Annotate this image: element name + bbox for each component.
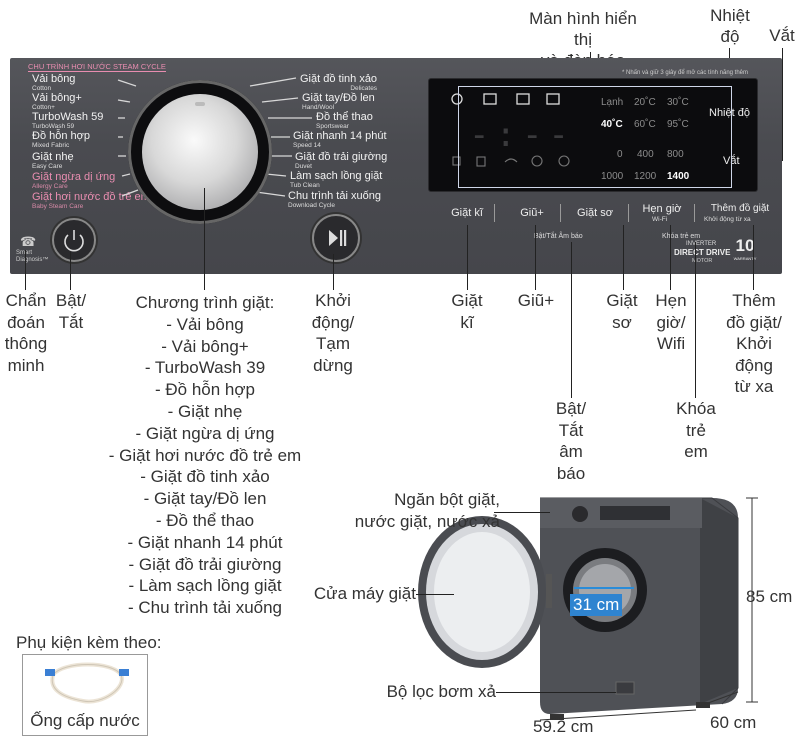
time-digits: -:-- xyxy=(469,115,575,155)
beep-toggle-label: Bật/Tắt Âm báo xyxy=(534,233,583,240)
smart-diagnosis-icon: ☎ xyxy=(20,234,37,249)
delay-button[interactable]: Hẹn giờ xyxy=(642,203,682,215)
power-button[interactable] xyxy=(52,218,96,262)
water-hose-icon xyxy=(45,662,129,704)
accessory-box: Ống cấp nước xyxy=(22,654,148,736)
spin-1000: 1000 xyxy=(601,171,624,182)
prewash-button[interactable]: Giặt sơ xyxy=(577,207,613,219)
remote-start-sublabel: Khởi động từ xa xyxy=(704,216,751,223)
panel-note: * Nhấn và giữ 3 giây để mở các tính năng… xyxy=(622,70,749,76)
accessory-title: Phụ kiện kèm theo: xyxy=(16,633,162,652)
temp-20: 20˚C xyxy=(634,97,656,108)
start-pause-callout: Khởi động/ Tạm dừng xyxy=(311,291,355,375)
display-screen: -:-- Lạnh 20˚C 30˚C 40˚C 60˚C 95˚C 0 400… xyxy=(428,78,758,192)
rinse-plus-button[interactable]: Giũ+ xyxy=(520,207,544,219)
play-pause-icon xyxy=(329,230,347,246)
width-dimension: 59.2 cm xyxy=(533,717,594,736)
add-item-button[interactable]: Thêm đồ giặt xyxy=(710,203,770,214)
door-diameter-label: 31 cm xyxy=(570,594,623,616)
beep-callout: Bật/ Tắt âm báo xyxy=(555,399,587,483)
detergent-drawer-callout: Ngăn bột giặt, nước giặt, nước xả xyxy=(354,490,500,531)
power-icon xyxy=(64,230,84,252)
steam-cycle-header: CHU TRÌNH HƠI NƯỚC STEAM CYCLE xyxy=(28,62,166,72)
rinse-plus-callout: Giũ+ xyxy=(517,291,555,310)
drain-filter-callout: Bộ lọc bơm xả xyxy=(386,682,496,701)
inverter-text: INVERTER xyxy=(686,241,717,247)
warranty-badge: 10 WARRANTY xyxy=(733,236,757,261)
temp-30: 30˚C xyxy=(667,97,689,108)
height-dimension: 85 cm xyxy=(746,587,793,606)
control-panel: CHU TRÌNH HƠI NƯỚC STEAM CYCLE * Nhấn và… xyxy=(10,58,782,274)
temp-60: 60˚C xyxy=(634,119,656,130)
child-lock-label: Khóa trẻ em xyxy=(662,233,701,240)
power-callout: Bật/ Tắt xyxy=(55,291,87,332)
spin-400: 400 xyxy=(637,149,654,160)
direct-drive-text: DIRECT DRIVE xyxy=(674,248,731,257)
motor-text: MOTOR xyxy=(692,258,713,264)
temp-cold: Lạnh xyxy=(601,97,624,108)
dial-ticks xyxy=(117,77,312,197)
spin-button-label[interactable]: Vắt xyxy=(723,155,740,167)
delay-wifi-callout: Hẹn giờ/ Wifi xyxy=(655,291,687,353)
program-list: Chương trình giặt: - Vải bông - Vải bông… xyxy=(108,293,302,618)
door-callout: Cửa máy giặt xyxy=(313,584,416,603)
prewash-callout: Giặt sơ xyxy=(606,291,638,332)
spin-800: 800 xyxy=(667,149,684,160)
spin-1400: 1400 xyxy=(667,171,690,182)
spin-1200: 1200 xyxy=(634,171,657,182)
temp-button-label[interactable]: Nhiệt độ xyxy=(709,107,750,119)
display-icons xyxy=(451,93,570,167)
add-item-callout: Thêm đồ giặt/ Khởi động từ xa xyxy=(726,291,782,396)
intensive-button[interactable]: Giặt kĩ xyxy=(451,207,483,219)
wifi-sublabel: Wi-Fi xyxy=(652,216,668,223)
temp-95: 95˚C xyxy=(667,119,689,130)
accessory-name: Ống cấp nước xyxy=(30,711,140,730)
depth-dimension: 60 cm xyxy=(710,713,757,732)
program-dial[interactable] xyxy=(128,80,272,224)
spin-label: Vắt xyxy=(769,26,795,45)
start-pause-button[interactable] xyxy=(312,214,360,262)
spin-0: 0 xyxy=(617,149,623,160)
smart-diagnosis-callout: Chẩn đoán thông minh xyxy=(4,291,48,375)
child-lock-callout: Khóa trẻ em xyxy=(676,399,716,461)
temp-40: 40˚C xyxy=(601,119,623,130)
intensive-callout: Giặt kĩ xyxy=(451,291,483,332)
temperature-label: Nhiệt độ xyxy=(710,6,750,46)
program-cotton-plus[interactable]: Vải bông+Cotton+ xyxy=(32,92,82,111)
smart-diagnosis-text: Smart Diagnosis™ xyxy=(16,250,49,263)
